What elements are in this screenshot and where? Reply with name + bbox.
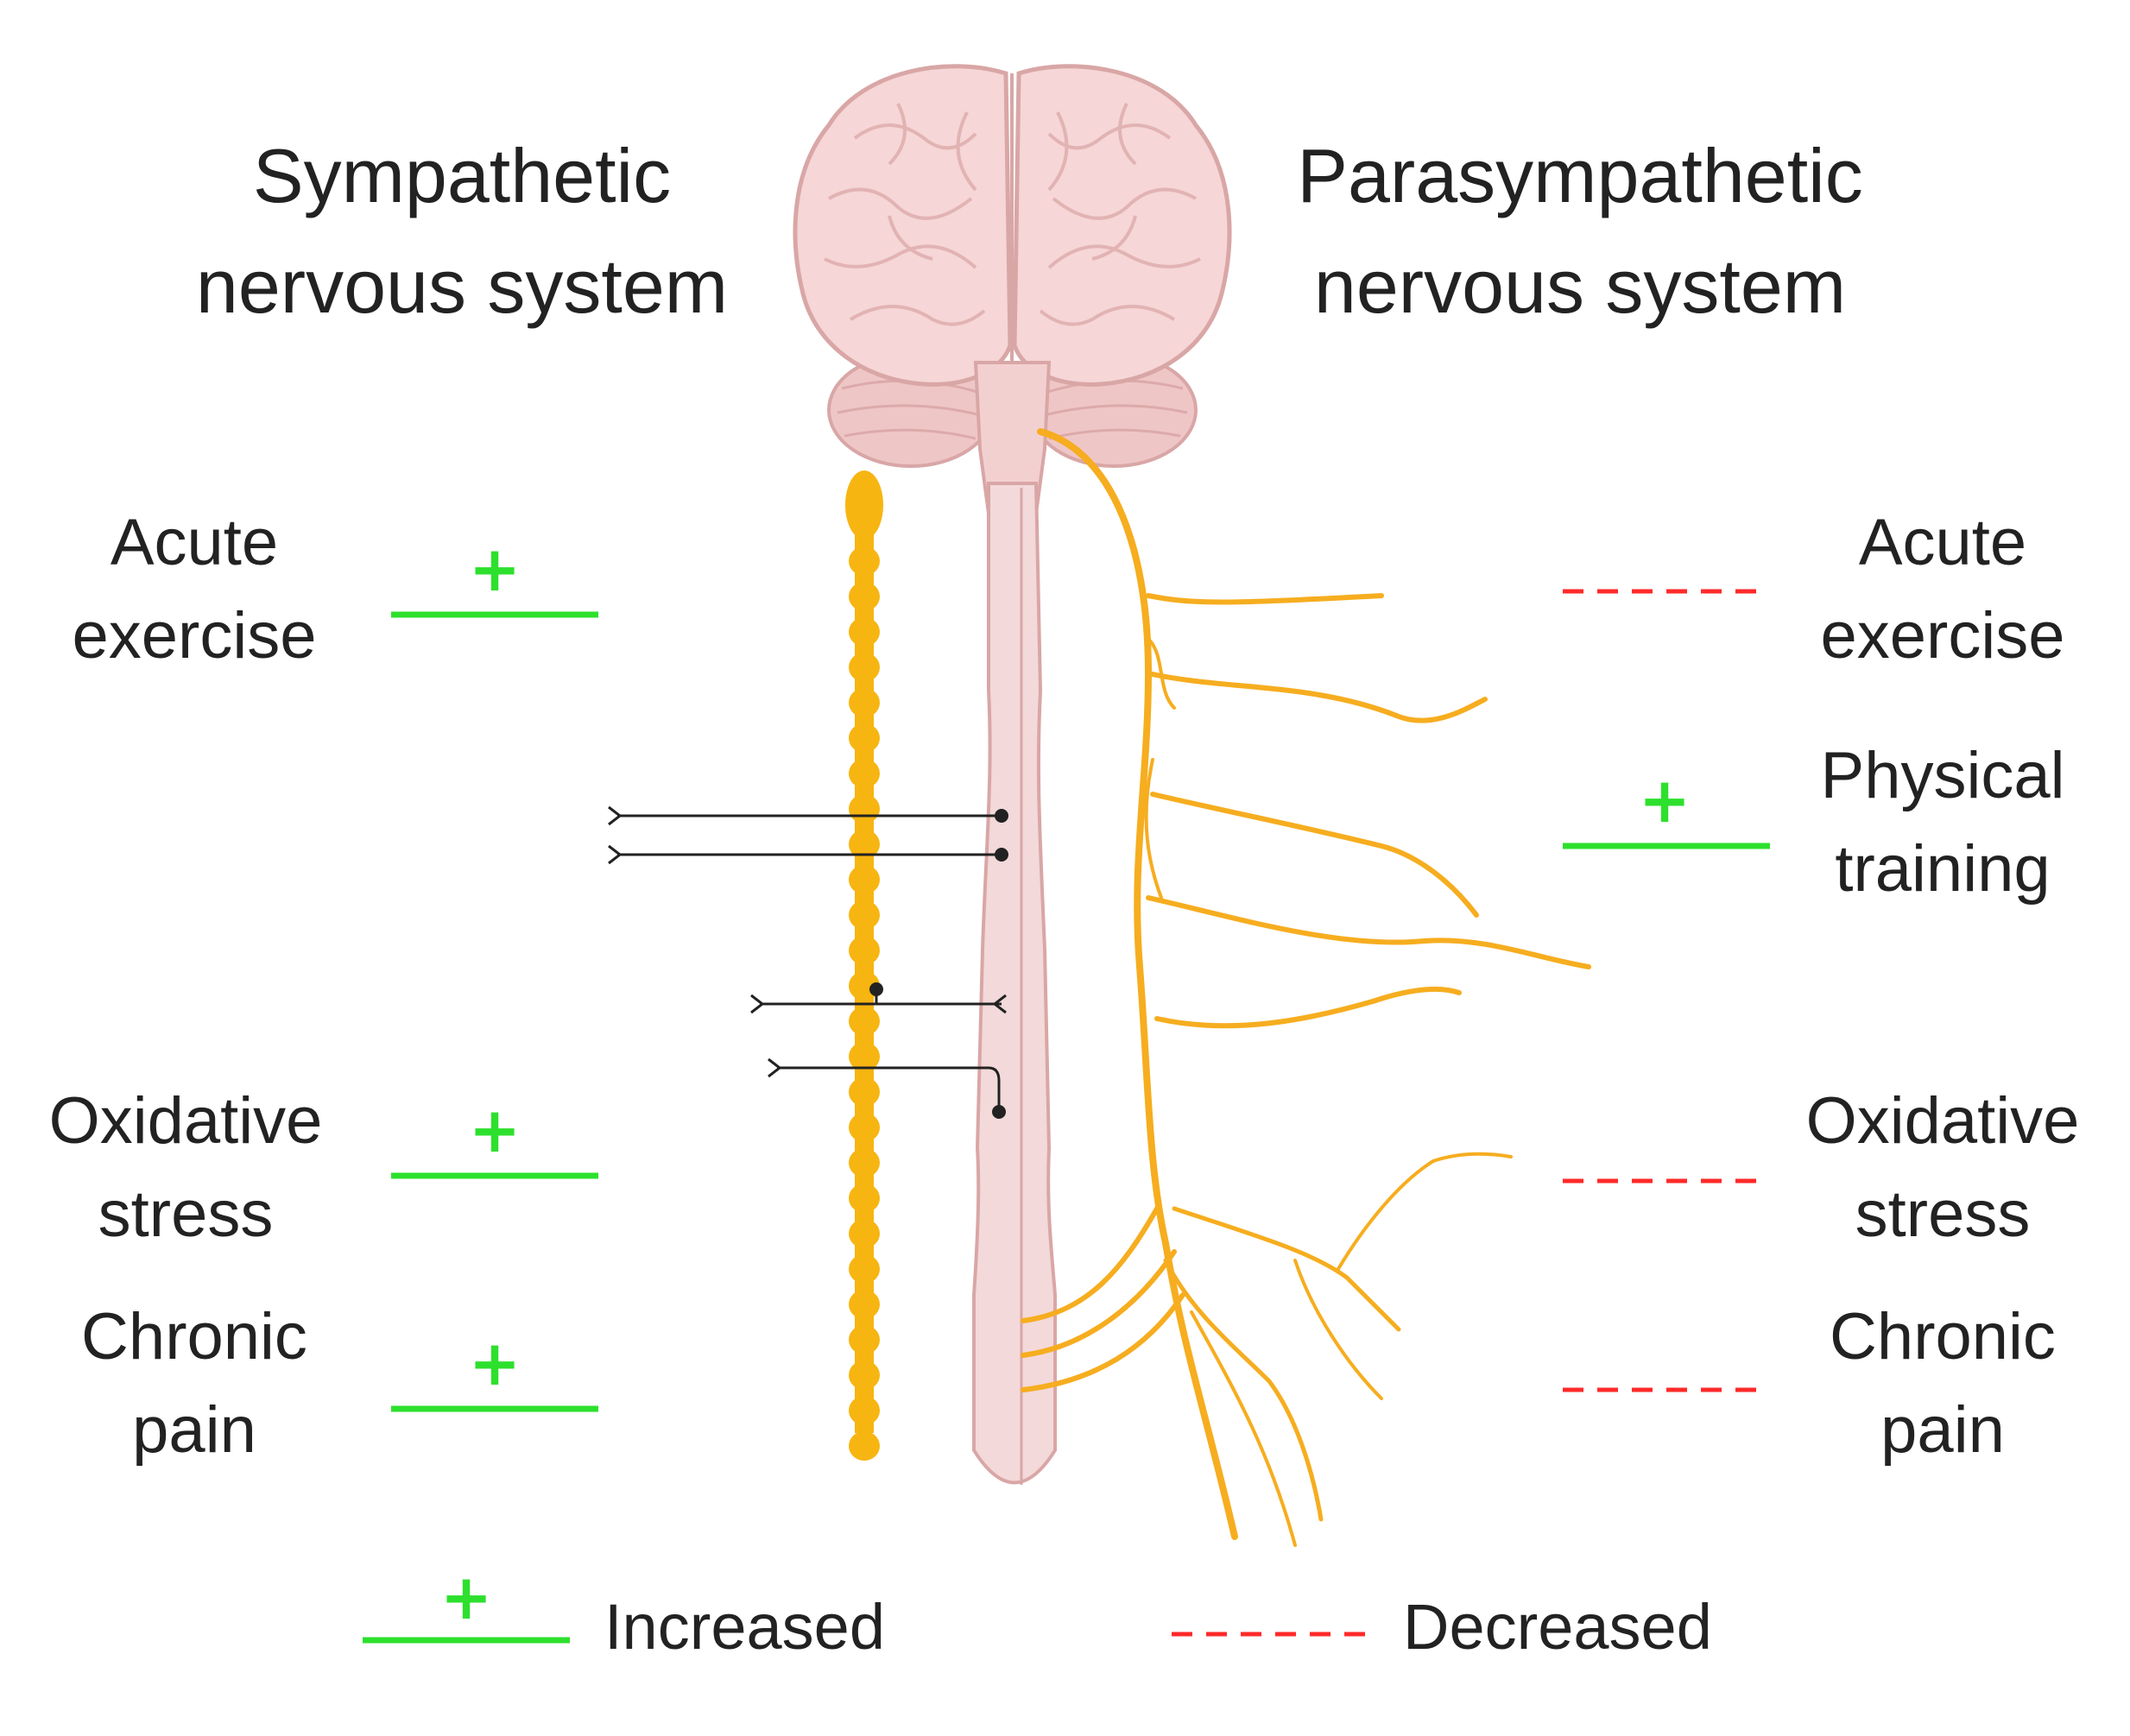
para-label-physical-training: Physical training [1779,729,2107,916]
sym-label-chronic-pain-line-2: pain [132,1393,256,1467]
chain-ganglion [849,546,880,576]
sym-label-acute-exercise-line-2: exercise [72,599,317,672]
chain-ganglion [849,865,880,894]
chain-ganglion [849,653,880,682]
para-label-oxidative-stress: Oxidative stress [1779,1075,2107,1261]
para-label-acute-exercise-line-1: Acute [1858,506,2027,579]
legend-decreased-label: Decreased [1403,1591,1712,1663]
para-label-chronic-pain-line-2: pain [1880,1393,2005,1467]
sym-indicator-2-plus-icon: + [469,1327,521,1399]
sym-label-chronic-pain: Chronic pain [35,1291,354,1477]
sympathetic-title-line-2: nervous system [195,243,729,329]
chain-ganglion [849,1219,880,1248]
sympathetic-chain [845,470,883,1461]
chain-ganglion [849,1184,880,1213]
para-label-chronic-pain-line-1: Chronic [1830,1300,2056,1373]
effect-indicators: + + + + + [363,533,1770,1644]
chain-ganglion [849,1431,880,1461]
chain-ganglion [849,1148,880,1177]
chain-ganglion [849,1042,880,1071]
chain-ganglion [849,1254,880,1284]
chain-ganglion [849,1077,880,1107]
chain-ganglion [849,1113,880,1142]
chain-ganglion [849,794,880,824]
chain-ganglion [849,1290,880,1319]
para-label-physical-training-line-1: Physical [1820,739,2065,812]
chain-ganglion [849,723,880,753]
sym-label-oxidative-stress-line-1: Oxidative [48,1084,323,1158]
chain-ganglion [849,582,880,611]
sym-label-oxidative-stress: Oxidative stress [17,1075,354,1261]
para-label-acute-exercise: Acute exercise [1779,496,2107,683]
synapse-dots [869,809,1008,1119]
sym-label-oxidative-stress-line-2: stress [98,1177,274,1251]
chain-ganglion [849,688,880,717]
sym-label-acute-exercise-line-1: Acute [110,506,279,579]
sym-indicator-0-plus-icon: + [469,533,521,605]
chain-ganglion [849,1360,880,1390]
vagus-nerve [1021,428,1591,1547]
legend-increased-plus-icon: + [440,1561,492,1633]
chain-top-ganglion [845,470,883,540]
neuron-connections [608,805,1007,1109]
sympathetic-title-line-1: Sympathetic [252,133,672,218]
para-label-oxidative-stress-line-1: Oxidative [1805,1084,2080,1158]
sympathetic-title: Sympathetic nervous system [147,121,777,342]
chain-ganglion [849,1396,880,1425]
para-label-physical-training-line-2: training [1835,832,2051,906]
brain-gyri [824,103,1201,326]
neuron-line-4 [777,1066,1001,1109]
chain-ganglion [849,936,880,965]
chain-ganglion [849,1325,880,1354]
para-label-acute-exercise-line-2: exercise [1820,599,2065,672]
chain-ganglion [849,617,880,647]
para-label-oxidative-stress-line-2: stress [1855,1177,2031,1251]
parasympathetic-title: Parasympathetic nervous system [1243,121,1917,342]
sym-label-acute-exercise: Acute exercise [35,496,354,683]
para-indicator-1-plus-icon: + [1639,764,1691,836]
sym-indicator-1-plus-icon: + [469,1094,521,1166]
chain-ganglion [849,830,880,859]
chain-ganglion [849,759,880,788]
chain-ganglion [849,900,880,930]
sym-label-chronic-pain-line-1: Chronic [81,1300,307,1373]
para-label-chronic-pain: Chronic pain [1779,1291,2107,1477]
brain-illustration [793,64,1232,515]
parasympathetic-title-line-2: nervous system [1313,243,1847,329]
spinal-cord [972,482,1057,1485]
chain-ganglion [849,1007,880,1036]
legend-increased-label: Increased [604,1591,885,1663]
parasympathetic-title-line-1: Parasympathetic [1297,133,1863,218]
